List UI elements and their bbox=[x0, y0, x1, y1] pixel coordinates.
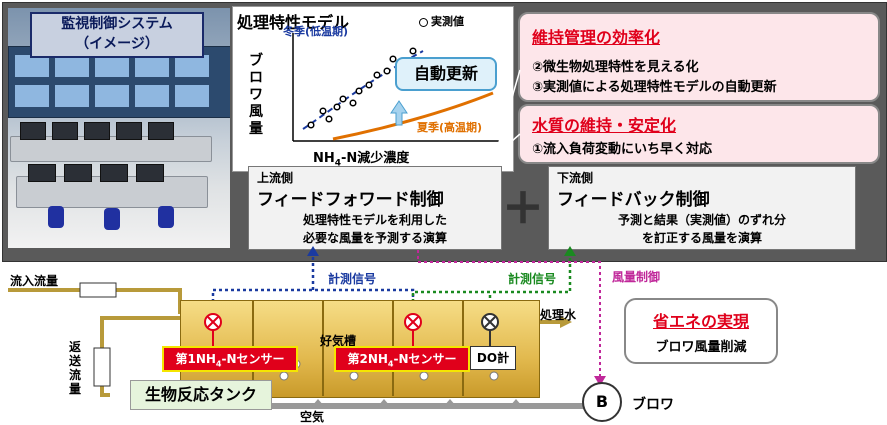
monitor bbox=[28, 164, 56, 182]
data-point bbox=[409, 47, 417, 55]
bubble bbox=[349, 371, 359, 381]
chart-title: 処理特性モデル bbox=[237, 13, 350, 32]
y-label-char: ブ bbox=[249, 53, 263, 69]
sensor1-label: 第1NH4-Nセンサー bbox=[162, 346, 298, 372]
energy-title: 省エネの実現 bbox=[652, 312, 749, 331]
feedback-desc2: を訂正する風量を演算 bbox=[641, 231, 762, 245]
water-quality-line1: ①流入負荷変動にいち早く対応 bbox=[532, 142, 713, 157]
update-arrow-icon bbox=[390, 100, 408, 126]
treated-water-label: 処理水 bbox=[540, 308, 577, 322]
blower-icon: B bbox=[582, 382, 622, 422]
data-point bbox=[339, 95, 347, 103]
air-inlet-arrow-icon bbox=[312, 399, 324, 406]
signal-arrow-blue-icon bbox=[307, 246, 319, 256]
maintenance-line1: ②微生物処理特性を見える化 bbox=[532, 60, 699, 75]
y-label-char: 風 bbox=[249, 104, 263, 120]
scene-label: 監視制御システム （イメージ） bbox=[30, 12, 204, 58]
blower-label: ブロワ bbox=[632, 397, 674, 413]
treated-water-arrow-icon bbox=[560, 316, 572, 328]
chart-card: 処理特性モデル 実測値 ブ ロ ワ 風 量 冬季(低温期) bbox=[232, 6, 514, 172]
bubble bbox=[489, 371, 499, 381]
x-axis-label: NH4-N減少濃度 bbox=[313, 151, 410, 169]
y-label-char: 量 bbox=[249, 121, 263, 137]
energy-line1: ブロワ風量削減 bbox=[655, 340, 747, 355]
legend-label: 実測値 bbox=[431, 15, 464, 28]
scene-label-line1: 監視制御システム bbox=[61, 16, 173, 32]
connector-line bbox=[494, 133, 521, 157]
console-desk-back bbox=[10, 136, 212, 162]
air-inlet-arrow-icon bbox=[510, 399, 522, 406]
feedforward-desc1: 処理特性モデルを利用した bbox=[302, 213, 447, 227]
legend-marker bbox=[419, 17, 428, 27]
feedforward-desc2: 必要な風量を予測する演算 bbox=[302, 231, 447, 245]
chair bbox=[48, 206, 64, 228]
data-point bbox=[365, 81, 373, 89]
monitor bbox=[148, 122, 174, 140]
air-control-arrow-icon bbox=[594, 376, 606, 386]
feedback-sub: 下流側 bbox=[557, 171, 594, 185]
data-point bbox=[319, 107, 327, 115]
return-flow-meter bbox=[93, 347, 111, 387]
monitor bbox=[116, 122, 142, 140]
plus-sign: ＋ bbox=[502, 186, 544, 232]
data-point bbox=[307, 121, 315, 129]
bubble bbox=[419, 371, 429, 381]
bubble bbox=[279, 371, 289, 381]
sensor2-label: 第2NH4-Nセンサー bbox=[334, 346, 470, 372]
feedforward-sub: 上流側 bbox=[257, 171, 294, 185]
air-inlet-arrow-icon bbox=[444, 399, 456, 406]
feedback-desc1: 予測と結果（実測値）のずれ分 bbox=[617, 213, 786, 227]
chair bbox=[104, 208, 120, 230]
feedback-title: フィードバック制御 bbox=[557, 190, 710, 210]
data-point bbox=[349, 99, 357, 107]
monitor bbox=[100, 164, 128, 182]
y-label-char: ロ bbox=[249, 70, 263, 86]
y-label-char: ワ bbox=[249, 87, 263, 103]
water-quality-box: 水質の維持・安定化 ①流入負荷変動にいち早く対応 bbox=[518, 104, 880, 164]
data-point bbox=[373, 71, 381, 79]
sensor-probes bbox=[204, 313, 499, 346]
data-point bbox=[383, 67, 391, 75]
connector-line bbox=[494, 69, 521, 157]
signal-label-2: 計測信号 bbox=[508, 272, 557, 286]
monitor bbox=[20, 122, 46, 140]
winter-series-label: 冬季(低温期) bbox=[283, 25, 349, 38]
inflow-meter bbox=[79, 282, 117, 298]
tank-name: 生物反応タンク bbox=[130, 380, 272, 410]
feedforward-box: 上流側 フィードフォワード制御 処理特性モデルを利用した 必要な風量を予測する演… bbox=[248, 166, 502, 250]
air-control-line bbox=[417, 250, 601, 378]
monitor bbox=[136, 164, 164, 182]
summer-series-line bbox=[332, 91, 494, 141]
signal-arrow-green-icon bbox=[564, 246, 576, 256]
chart-legend: 実測値 bbox=[419, 13, 464, 29]
feedback-box: 下流側 フィードバック制御 予測と結果（実測値）のずれ分 を訂正する風量を演算 bbox=[548, 166, 856, 250]
air-control-label: 風量制御 bbox=[612, 270, 661, 284]
air-label: 空気 bbox=[300, 410, 325, 424]
data-point bbox=[333, 103, 341, 111]
signal-label-1: 計測信号 bbox=[328, 272, 377, 286]
maintenance-line2: ③実測値による処理特性モデルの自動更新 bbox=[532, 80, 777, 95]
air-inlet-arrow-icon bbox=[378, 399, 390, 406]
aerobic-tank-label: 好気槽 bbox=[320, 334, 357, 348]
energy-saving-box: 省エネの実現 ブロワ風量削減 bbox=[624, 298, 778, 364]
water-quality-title: 水質の維持・安定化 bbox=[532, 116, 677, 135]
return-flow-label: 返送流量 bbox=[68, 340, 81, 396]
summer-series-label: 夏季(高温期) bbox=[417, 121, 483, 134]
maintenance-box: 維持管理の効率化 ②微生物処理特性を見える化 ③実測値による処理特性モデルの自動… bbox=[518, 12, 880, 102]
data-point bbox=[355, 87, 363, 95]
wall-display bbox=[8, 46, 230, 118]
inflow-label: 流入流量 bbox=[10, 274, 59, 288]
monitor bbox=[84, 122, 110, 140]
chair bbox=[158, 206, 174, 228]
do-meter-label: DO計 bbox=[470, 346, 516, 370]
feedforward-title: フィードフォワード制御 bbox=[257, 190, 444, 210]
data-point bbox=[325, 115, 333, 123]
auto-update-label: 自動更新 bbox=[395, 57, 497, 91]
monitor bbox=[64, 164, 92, 182]
maintenance-title: 維持管理の効率化 bbox=[532, 28, 661, 47]
scene-label-line2: （イメージ） bbox=[75, 36, 159, 52]
monitor bbox=[52, 122, 78, 140]
y-axis-label: ブ ロ ワ 風 量 bbox=[247, 53, 265, 138]
